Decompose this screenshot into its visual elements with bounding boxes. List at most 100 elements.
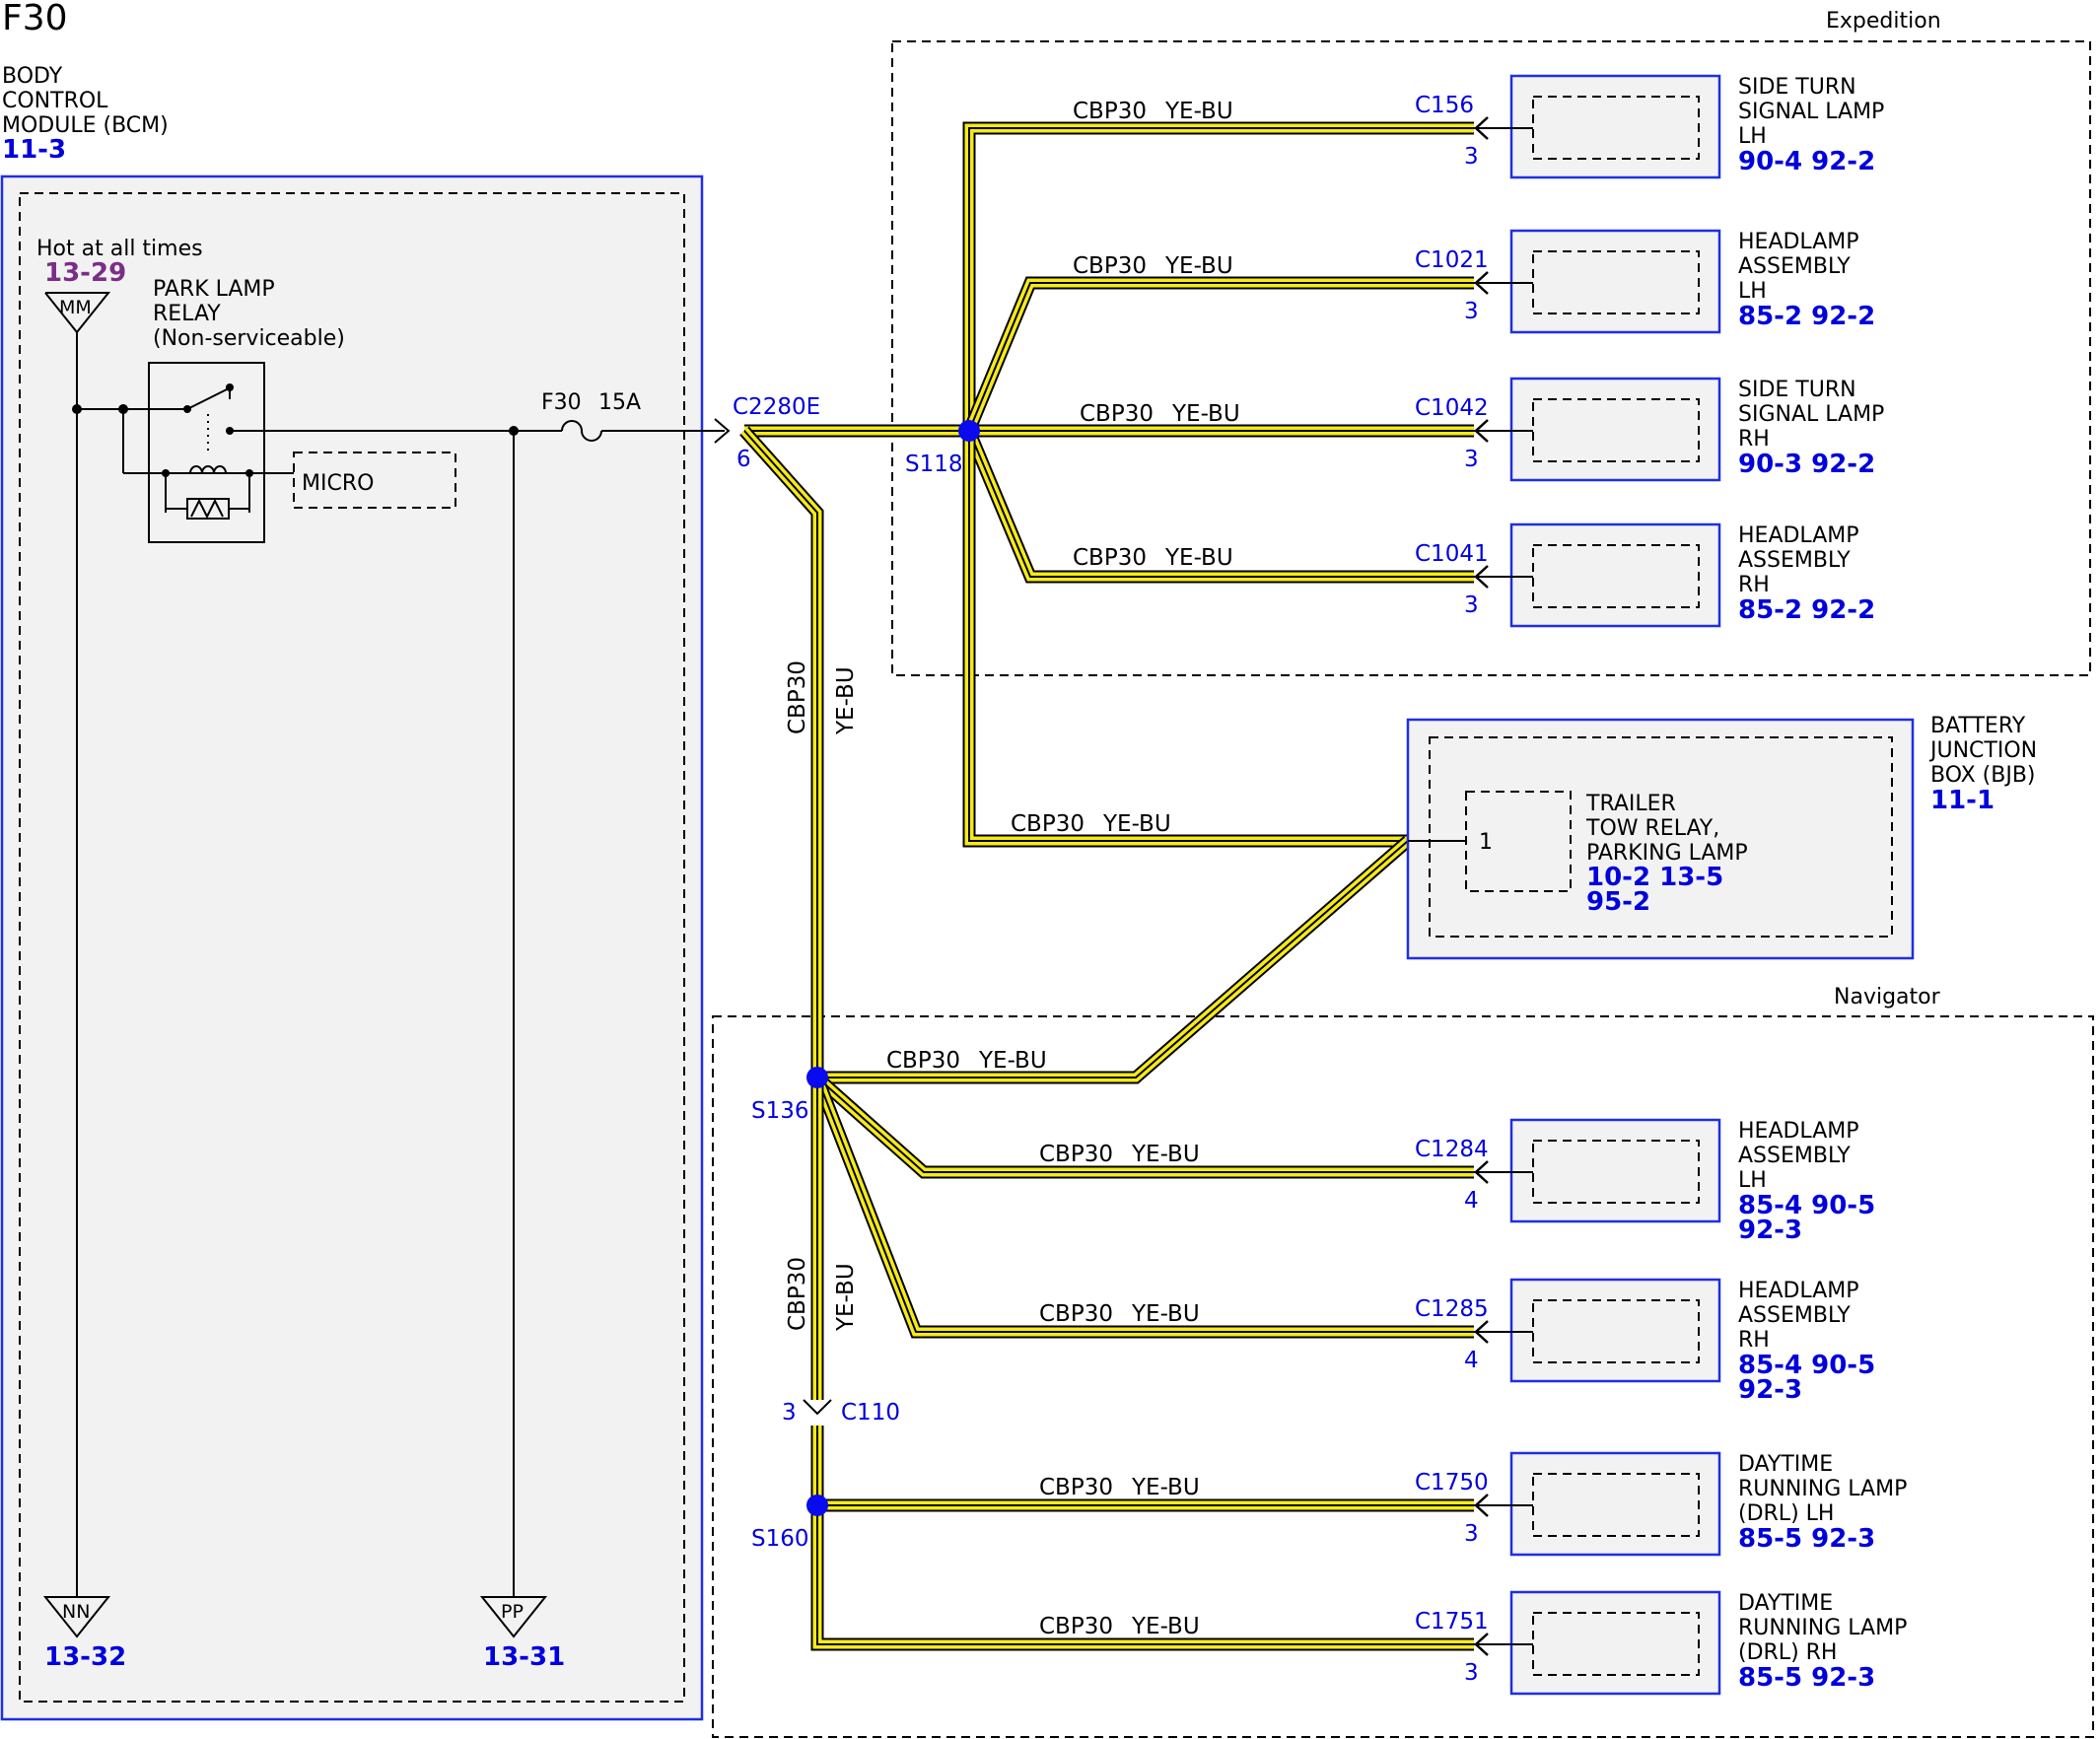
- wire-code-label: CBP30: [1073, 253, 1147, 279]
- connector-label: C156: [1415, 93, 1474, 118]
- connector-pin: 3: [1464, 447, 1479, 472]
- wire-color-label: YE-BU: [1102, 811, 1171, 837]
- component-ref[interactable]: 85-2 92-2: [1738, 302, 1875, 331]
- component-name: HEADLAMP: [1738, 1119, 1859, 1144]
- component-ref[interactable]: 85-5 92-3: [1738, 1524, 1875, 1554]
- connector-label: C1284: [1415, 1137, 1489, 1162]
- bjb-pin: 1: [1479, 830, 1493, 855]
- splice-s160-label: S160: [751, 1526, 809, 1552]
- wire-harness: [739, 121, 1474, 1651]
- connector-pin: 4: [1464, 1188, 1479, 1214]
- c2280e-pin: 6: [736, 447, 751, 472]
- component-name: RH: [1738, 427, 1770, 452]
- pp-terminal-icon: PP: [479, 1596, 548, 1638]
- connector-label: C1041: [1415, 541, 1489, 567]
- wire-color-label: YE-BU: [1131, 1301, 1200, 1327]
- connector-arrow-icon: [1474, 271, 1489, 295]
- wire-bjb-to-s136[interactable]: [817, 836, 1413, 1084]
- bjb-inner-dashed: [1429, 736, 1893, 938]
- wire-color-label: YE-BU: [1131, 1475, 1200, 1500]
- c110-label: C110: [841, 1400, 900, 1426]
- bcm-inner-dashed: [19, 192, 685, 1703]
- trailer-relay-ref-1[interactable]: 10-2 13-5: [1586, 863, 1723, 892]
- nn-terminal-icon: NN: [42, 1596, 111, 1638]
- pp-ref[interactable]: 13-31: [483, 1642, 565, 1672]
- connector-arrow-icon: [1474, 565, 1489, 589]
- vwire1-color: YE-BU: [833, 666, 859, 735]
- connector-pin: 3: [1464, 1521, 1479, 1547]
- component-name: SIGNAL LAMP: [1738, 402, 1884, 427]
- component-ref[interactable]: 85-4 90-5: [1738, 1191, 1875, 1220]
- component-ref[interactable]: 92-3: [1738, 1375, 1802, 1405]
- park-lamp-relay-icon: [148, 362, 265, 543]
- component-name: ASSEMBLY: [1738, 548, 1851, 573]
- component-name: SIDE TURN: [1738, 378, 1856, 402]
- wire-c1751[interactable]: [810, 1505, 1474, 1651]
- component-name: RH: [1738, 1328, 1770, 1353]
- mm-terminal-icon: MM: [44, 292, 111, 334]
- wire-c1041[interactable]: [963, 428, 1474, 584]
- micro-label: MICRO: [302, 471, 374, 496]
- wire-code-label: CBP30: [1011, 811, 1085, 837]
- component-ref[interactable]: 85-2 92-2: [1738, 595, 1875, 625]
- expedition-region: [891, 40, 2091, 676]
- wire-c156[interactable]: [962, 121, 1474, 431]
- component-ref[interactable]: 85-5 92-3: [1738, 1663, 1875, 1693]
- connector-arrow-icon: [1474, 1160, 1489, 1184]
- component-ref[interactable]: 92-3: [1738, 1216, 1802, 1245]
- component-ref[interactable]: 85-4 90-5: [1738, 1351, 1875, 1380]
- wire-c1285[interactable]: [810, 1075, 1474, 1339]
- component-name: RH: [1738, 573, 1770, 597]
- svg-text:CONTROL: CONTROL: [2, 89, 108, 113]
- bcm-ref[interactable]: 11-3: [2, 135, 66, 165]
- wire-bcm-to-s136[interactable]: [739, 426, 824, 1078]
- wire-c1284[interactable]: [812, 1073, 1474, 1179]
- page-title: F30: [2, 0, 68, 38]
- svg-text:MM: MM: [59, 297, 92, 318]
- hot-at-all-times-label: Hot at all times: [36, 237, 203, 261]
- svg-text:(Non-serviceable): (Non-serviceable): [153, 326, 345, 351]
- splice-s118[interactable]: [958, 420, 980, 442]
- trailer-relay-ref-2[interactable]: 95-2: [1586, 887, 1650, 917]
- component-ref[interactable]: 90-3 92-2: [1738, 450, 1875, 479]
- nn-ref[interactable]: 13-32: [44, 1642, 126, 1672]
- svg-text:BOX (BJB): BOX (BJB): [1930, 763, 2036, 788]
- connector-label: C1042: [1415, 395, 1489, 421]
- wire-s118-to-bjb[interactable]: [962, 431, 1408, 848]
- svg-text:JUNCTION: JUNCTION: [1928, 738, 2037, 763]
- wire-code-label: CBP30: [886, 1048, 960, 1074]
- vwire1-code: CBP30: [785, 661, 810, 734]
- connector-pin: 3: [1464, 1660, 1479, 1686]
- svg-text:PP: PP: [501, 1601, 524, 1623]
- component-name: LH: [1738, 124, 1767, 149]
- wire-code-label: CBP30: [1080, 401, 1154, 427]
- component-name: (DRL) LH: [1738, 1501, 1834, 1526]
- svg-text:BODY: BODY: [2, 64, 63, 89]
- wire-c1021[interactable]: [962, 276, 1474, 434]
- splice-s136[interactable]: [806, 1067, 828, 1088]
- splice-s160[interactable]: [806, 1495, 828, 1516]
- component-ref[interactable]: 90-4 92-2: [1738, 147, 1875, 176]
- svg-text:TOW RELAY,: TOW RELAY,: [1585, 816, 1719, 841]
- connector-arrow-icon: [1474, 1320, 1489, 1344]
- bjb-label: BATTERY JUNCTION BOX (BJB): [1928, 714, 2037, 788]
- vwire2-color: YE-BU: [833, 1263, 859, 1332]
- fuse-icon: [561, 420, 602, 442]
- svg-text:MODULE (BCM): MODULE (BCM): [2, 113, 169, 138]
- bjb-ref[interactable]: 11-1: [1930, 786, 1995, 815]
- wire-color-label: YE-BU: [1164, 253, 1233, 279]
- connector-label: C1021: [1415, 247, 1489, 273]
- wire-color-label: YE-BU: [1164, 99, 1233, 124]
- hot-ref[interactable]: 13-29: [44, 258, 126, 288]
- c110-pin: 3: [782, 1400, 797, 1426]
